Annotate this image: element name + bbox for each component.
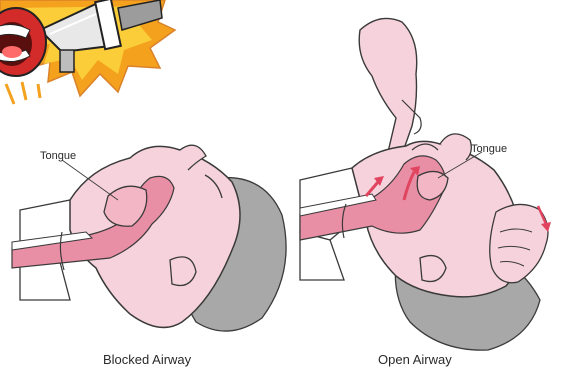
caption-blocked-airway: Blocked Airway: [103, 352, 191, 367]
caption-open-airway: Open Airway: [378, 352, 452, 367]
right-forehead-hand: [490, 204, 548, 282]
megaphone-badge: [0, 0, 175, 104]
right-top-hand: [359, 18, 417, 160]
blocked-airway-figure: [12, 145, 286, 331]
tongue-label-left: Tongue: [40, 150, 76, 162]
tongue-label-right: Tongue: [471, 143, 507, 155]
open-airway-figure: [300, 18, 551, 350]
